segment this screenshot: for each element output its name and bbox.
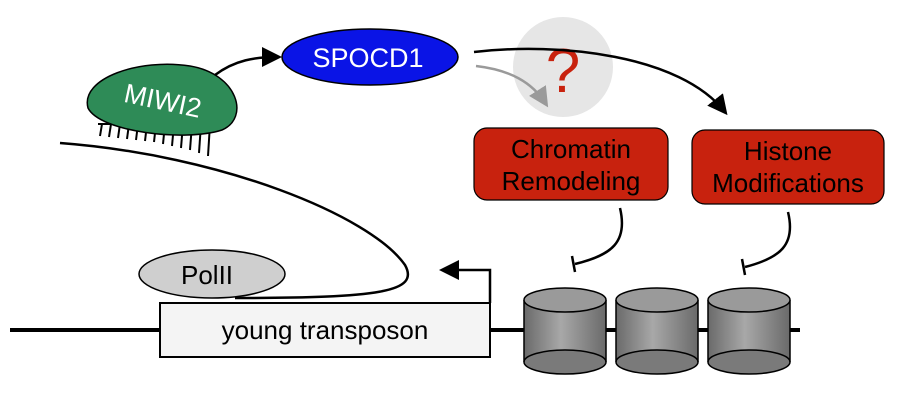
question-mark: ? <box>546 37 580 106</box>
miwi2-to-spocd1-arrow <box>214 47 282 77</box>
spocd1-to-histone-arrow <box>473 47 728 116</box>
spocd1-ellipse <box>281 28 459 86</box>
chromatin-remodeling-line1: Chromatin <box>511 134 631 164</box>
tss-arrow <box>439 260 492 303</box>
spocd1-to-chromatin-arrow <box>475 64 549 108</box>
polii-label: PolII <box>181 260 233 290</box>
histone-inhibition-arrow <box>744 211 792 269</box>
spocd1-label: SPOCD1 <box>312 43 423 73</box>
miwi2-shape <box>86 63 238 136</box>
nucleosome-2 <box>615 287 699 375</box>
transposon-label: young transposon <box>222 315 429 345</box>
chromatin-inhibition-bar <box>570 255 577 273</box>
pirna-transcript <box>59 141 410 300</box>
polii-ellipse <box>138 249 286 299</box>
chromatin-inhibition-arrow <box>574 207 624 266</box>
nucleosome-1 <box>523 287 607 375</box>
histone-modifications-box <box>691 129 885 205</box>
transposon-box <box>159 302 491 358</box>
chromatin-remodeling-line2: Remodeling <box>502 166 641 196</box>
chromatin-remodeling-box <box>473 127 669 201</box>
histone-modifications-line2: Modifications <box>712 168 864 198</box>
nucleosome-3 <box>707 287 791 375</box>
histone-inhibition-bar <box>740 258 747 276</box>
histone-modifications-line1: Histone <box>744 136 832 166</box>
